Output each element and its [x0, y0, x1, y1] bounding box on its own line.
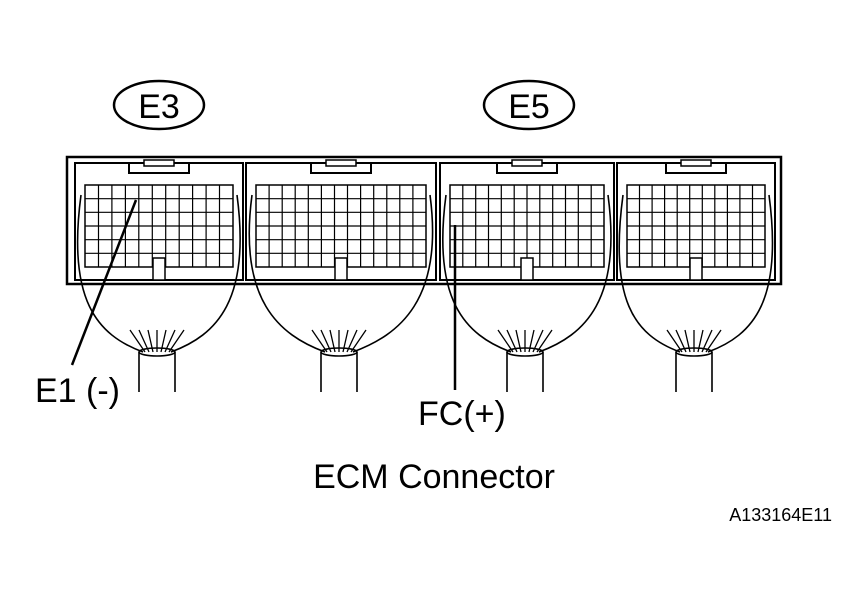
harness-tube-top	[138, 347, 176, 357]
ecm-housing	[65, 155, 783, 286]
harness-tube-top	[320, 347, 358, 357]
harness-tube-top	[506, 347, 544, 357]
block-key	[520, 257, 534, 281]
terminal-label-e1: E1 (-)	[35, 372, 120, 410]
harness-outline	[618, 194, 774, 353]
block-latch	[665, 163, 727, 174]
block-key	[152, 257, 166, 281]
connector-block-3	[439, 159, 615, 281]
harness-wires	[129, 329, 185, 353]
harness-tube	[138, 352, 176, 392]
e1-leader-line	[70, 199, 138, 366]
harness-tube	[320, 352, 358, 392]
block-latch	[128, 163, 190, 174]
terminal-grid	[85, 185, 233, 267]
terminal-label-fc: FC(+)	[418, 395, 506, 433]
harness-tube-top	[675, 347, 713, 357]
terminal-grid	[256, 185, 426, 267]
terminal-grid	[450, 185, 604, 267]
connector-label-e5: E5	[482, 79, 576, 131]
figure-code: A133164E11	[729, 505, 832, 525]
connector-label-e5-text: E5	[508, 88, 550, 126]
harness-2	[248, 194, 434, 392]
harness-tube	[506, 352, 544, 392]
harness-wires	[666, 329, 722, 353]
latch-tab	[143, 159, 175, 167]
harness-4	[618, 194, 774, 392]
terminal-grid	[627, 185, 765, 267]
connector-blocks	[74, 159, 776, 281]
connector-label-e3: E3	[112, 79, 206, 131]
latch-tab	[680, 159, 712, 167]
harness-1	[76, 194, 241, 392]
connector-block-1	[74, 159, 244, 281]
harness-tube	[675, 352, 713, 392]
block-key	[689, 257, 703, 281]
wire-harnesses	[76, 194, 774, 392]
connector-block-2	[245, 159, 437, 281]
latch-tab	[325, 159, 357, 167]
connector-label-e3-text: E3	[138, 88, 180, 126]
harness-wires	[497, 329, 553, 353]
harness-wires	[311, 329, 367, 353]
latch-tab	[511, 159, 543, 167]
connector-block-4	[616, 159, 776, 281]
harness-outline	[248, 194, 434, 353]
harness-outline	[76, 194, 241, 353]
block-latch	[310, 163, 372, 174]
block-key	[334, 257, 348, 281]
block-latch	[496, 163, 558, 174]
diagram-caption: ECM Connector	[313, 458, 555, 496]
